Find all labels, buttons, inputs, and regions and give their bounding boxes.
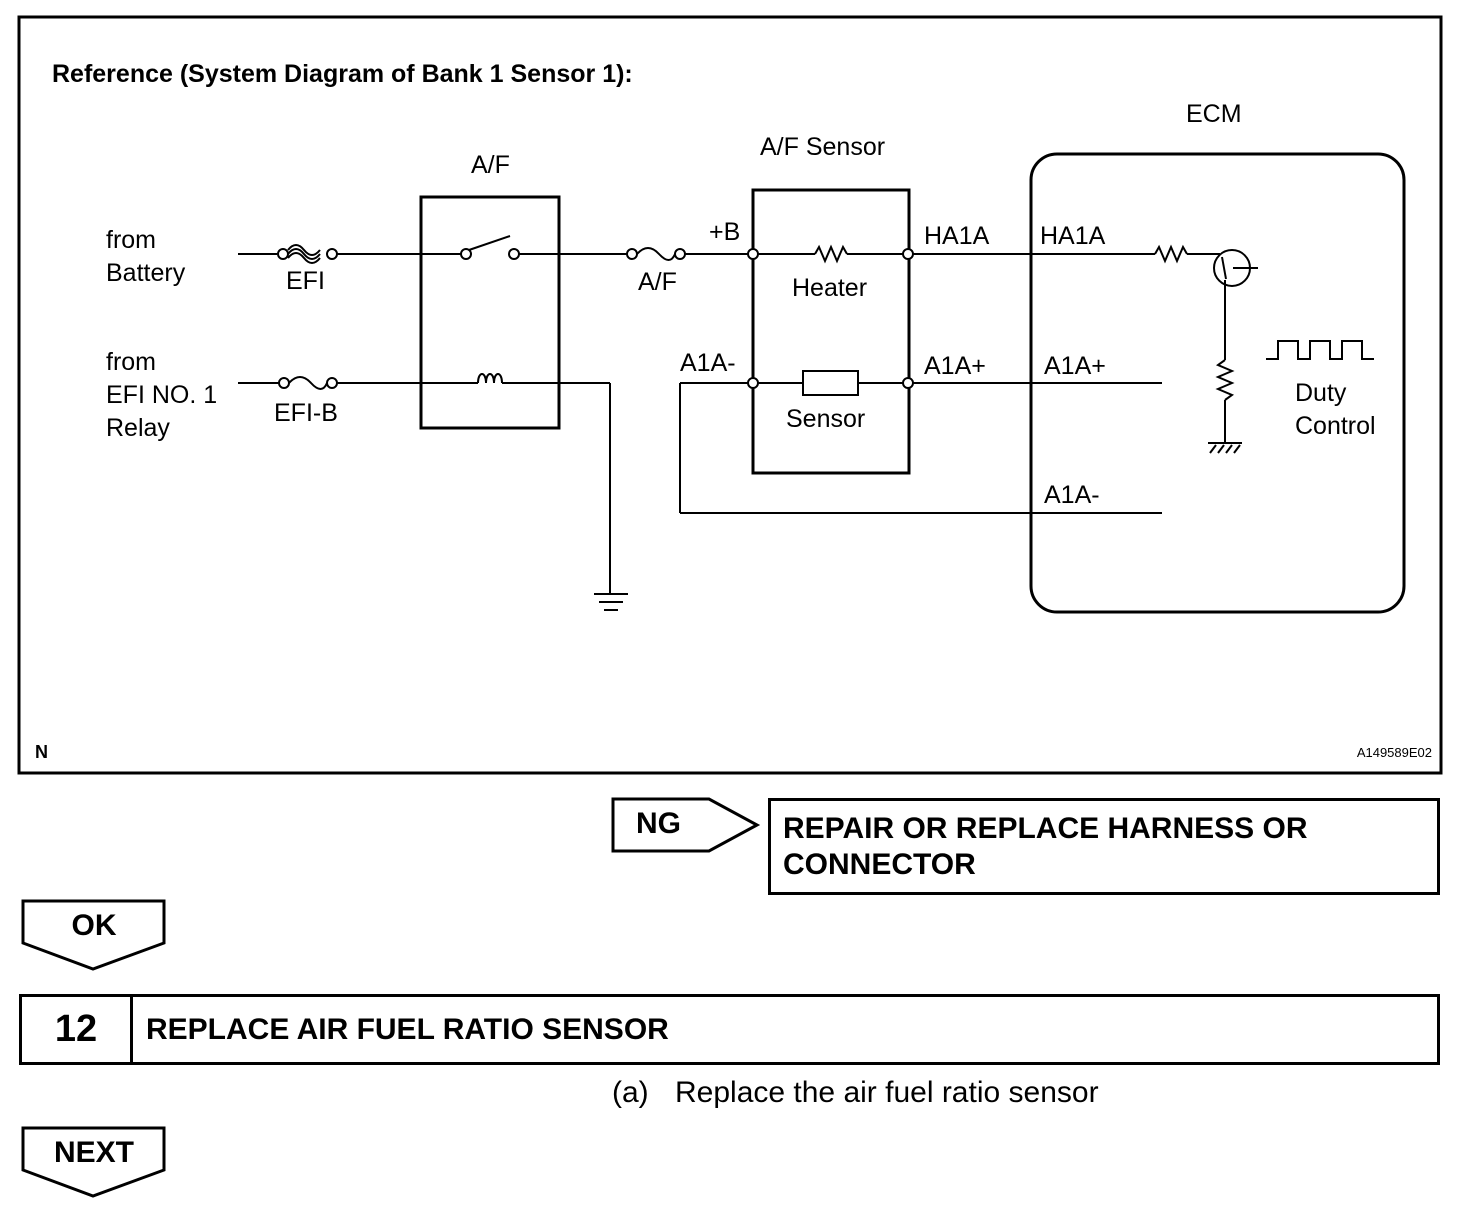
step-bar: 12 REPLACE AIR FUEL RATIO SENSOR bbox=[19, 994, 1440, 1065]
pin-a1a-plus-ecm: A1A+ bbox=[1044, 352, 1106, 380]
ecm-box bbox=[1029, 152, 1406, 614]
ng-arrow: NG bbox=[611, 797, 761, 854]
ng-action-line1: REPAIR OR REPLACE HARNESS OR bbox=[783, 812, 1308, 845]
relay-coil-wire bbox=[238, 373, 628, 611]
next-arrow: NEXT bbox=[21, 1126, 167, 1198]
battery-circuit-wire bbox=[238, 235, 748, 264]
plus-b-label: +B bbox=[709, 218, 740, 246]
ng-label: NG bbox=[636, 807, 681, 840]
diagram-id: A149589E02 bbox=[1357, 745, 1432, 760]
wiring-diagram: Reference (System Diagram of Bank 1 Sens… bbox=[17, 15, 1443, 775]
diagram-corner-n: N bbox=[35, 742, 48, 762]
pin-a1a-plus-sensor: A1A+ bbox=[924, 352, 986, 380]
sensor-element bbox=[747, 370, 914, 396]
pin-ha1a-ecm: HA1A bbox=[1040, 222, 1106, 250]
relay-label-line3: Relay bbox=[106, 414, 170, 442]
pin-ha1a-sensor: HA1A bbox=[924, 222, 990, 250]
af-sensor-title: A/F Sensor bbox=[760, 133, 885, 161]
heater-label: Heater bbox=[792, 274, 867, 302]
battery-label-line1: from bbox=[106, 226, 156, 254]
duty-label-line1: Duty bbox=[1295, 379, 1347, 407]
sensor-ecm-wires bbox=[679, 253, 1162, 514]
step-number: 12 bbox=[22, 997, 133, 1062]
heater-element bbox=[747, 244, 914, 264]
duty-waveform-icon bbox=[1266, 340, 1374, 360]
relay-box-label: A/F bbox=[471, 151, 510, 179]
af-sensor-box bbox=[751, 188, 911, 475]
next-label: NEXT bbox=[53, 1136, 134, 1169]
fuse-af-label: A/F bbox=[638, 268, 677, 296]
sub-step-tag: (a) bbox=[612, 1076, 649, 1109]
fuse-efi-label: EFI bbox=[286, 267, 325, 295]
ok-arrow: OK bbox=[21, 899, 167, 971]
sub-step-text: Replace the air fuel ratio sensor bbox=[675, 1076, 1099, 1109]
ecm-transistor-circuit bbox=[1154, 244, 1258, 454]
step-title: REPLACE AIR FUEL RATIO SENSOR bbox=[146, 1013, 669, 1046]
sensor-label: Sensor bbox=[786, 405, 865, 433]
fuse-efib-label: EFI-B bbox=[274, 399, 338, 427]
relay-label-line1: from bbox=[106, 348, 156, 376]
battery-label-line2: Battery bbox=[106, 259, 186, 287]
ecm-title: ECM bbox=[1186, 100, 1242, 128]
diagram-frame bbox=[17, 15, 1443, 775]
af-relay-box bbox=[419, 195, 561, 430]
pin-a1a-minus-ecm: A1A- bbox=[1044, 481, 1100, 509]
ng-action-box: REPAIR OR REPLACE HARNESS OR CONNECTOR bbox=[768, 798, 1440, 895]
sub-step: (a) Replace the air fuel ratio sensor bbox=[612, 1076, 1099, 1110]
pin-a1a-minus-sensor: A1A- bbox=[680, 349, 736, 377]
ng-action-line2: CONNECTOR bbox=[783, 848, 976, 881]
duty-label-line2: Control bbox=[1295, 412, 1376, 440]
ok-label: OK bbox=[71, 909, 117, 942]
relay-label-line2: EFI NO. 1 bbox=[106, 381, 217, 409]
diagram-title: Reference (System Diagram of Bank 1 Sens… bbox=[52, 60, 633, 88]
